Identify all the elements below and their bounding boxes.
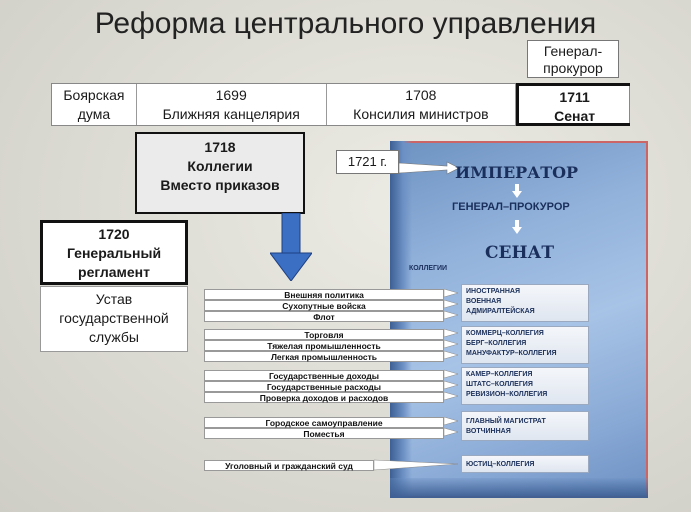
general-prosecutor-label: Генерал- прокурор — [527, 40, 619, 78]
emperor-label: ИМПЕРАТОР — [455, 163, 579, 182]
function-label: Флот — [204, 311, 444, 322]
charter-line: государственной — [59, 310, 169, 326]
timeline-cell-1711: 1711 Сенат — [516, 83, 631, 126]
college-name: КАМЕР–КОЛЛЕГИЯ — [466, 371, 533, 378]
function-label: Торговля — [204, 329, 444, 340]
timeline-cell-1708: 1708 Консилия министров — [327, 84, 517, 125]
timeline-cell-boyar-duma: Боярская дума — [52, 84, 137, 125]
function-label: Государственные расходы — [204, 381, 444, 392]
timeline-name: Сенат — [554, 108, 596, 124]
connector-arrow-icon — [443, 310, 459, 320]
function-label: Тяжелая промышленность — [204, 340, 444, 351]
function-label: Городское самоуправление — [204, 417, 444, 428]
box-year: 1720 — [98, 226, 130, 242]
box-line: регламент — [78, 264, 150, 280]
year-connector-arrow-icon — [399, 161, 459, 175]
timeline-year: 1711 — [559, 89, 590, 105]
senate-node: СЕНАТ — [485, 243, 555, 263]
function-label: Поместья — [204, 428, 444, 439]
box-line: Генеральный — [66, 245, 162, 261]
timeline-cell-1699: 1699 Ближняя канцелярия — [137, 84, 327, 125]
timeline-name: Ближняя канцелярия — [162, 106, 300, 122]
function-label: Государственные доходы — [204, 370, 444, 381]
connector-arrow-icon — [443, 328, 459, 338]
college-name: ВОТЧИННАЯ — [466, 428, 511, 435]
timeline-row: Боярская дума 1699 Ближняя канцелярия 17… — [51, 83, 631, 126]
connector-arrow-icon — [443, 391, 459, 401]
college-name: ГЛАВНЫЙ МАГИСТРАТ — [466, 418, 546, 425]
collegia-group-magistrate-estates: ГЛАВНЫЙ МАГИСТРАТ ВОТЧИННАЯ — [461, 411, 589, 441]
connector-arrow-icon — [443, 299, 459, 309]
arrow-down-icon — [512, 184, 522, 198]
connector-arrow-icon — [443, 288, 459, 298]
college-name: ВОЕННАЯ — [466, 298, 502, 305]
connector-arrows — [374, 288, 459, 471]
college-name: ИНОСТРАННАЯ — [466, 288, 520, 295]
connector-arrow-icon — [443, 416, 459, 426]
box-line: Вместо приказов — [160, 177, 280, 193]
collegia-label: КОЛЛЕГИИ — [409, 265, 448, 272]
timeline-name: Консилия министров — [353, 106, 489, 122]
timeline-year: Боярская — [63, 87, 125, 103]
function-label: Внешняя политика — [204, 289, 444, 300]
function-label: Легкая промышленность — [204, 351, 444, 362]
college-name: РЕВИЗИОН–КОЛЛЕГИЯ — [466, 391, 548, 398]
page-title: Реформа центрального управления — [94, 7, 597, 40]
charter-line: службы — [89, 329, 139, 345]
collegia-group-foreign-military: ИНОСТРАННАЯ ВОЕННАЯ АДМИРАЛТЕЙСКАЯ — [461, 284, 589, 322]
connector-arrow-icon — [443, 339, 459, 349]
box-year: 1718 — [204, 139, 236, 155]
function-label: Сухопутные войска — [204, 300, 444, 311]
collegia-group-justice: ЮСТИЦ–КОЛЛЕГИЯ — [461, 455, 589, 473]
arrow-down-icon — [512, 220, 522, 234]
connector-arrow-icon — [443, 350, 459, 360]
college-name: АДМИРАЛТЕЙСКАЯ — [466, 308, 535, 315]
function-label: Уголовный и гражданский суд — [204, 460, 374, 471]
box-1720-general-regulation: 1720 Генеральный регламент — [40, 220, 188, 285]
connector-arrow-icon — [443, 380, 459, 390]
timeline-year: 1708 — [405, 87, 437, 103]
timeline-name: дума — [77, 106, 111, 122]
college-name: БЕРГ–КОЛЛЕГИЯ — [466, 340, 527, 347]
connector-arrow-icon — [374, 459, 459, 471]
scroll-edge-bottom — [390, 478, 648, 498]
box-line: Коллегии — [187, 158, 253, 174]
college-name: ШТАТС–КОЛЛЕГИЯ — [466, 381, 533, 388]
connector-arrow-icon — [443, 427, 459, 437]
connector-arrow-icon — [443, 369, 459, 379]
charter-line: Устав — [95, 291, 133, 307]
collegia-group-finance: КАМЕР–КОЛЛЕГИЯ ШТАТС–КОЛЛЕГИЯ РЕВИЗИОН–К… — [461, 367, 589, 405]
civil-service-charter-box: Устав государственной службы — [40, 286, 188, 352]
college-name: МАНУФАКТУР–КОЛЛЕГИЯ — [466, 350, 557, 357]
general-prosecutor-node: ГЕНЕРАЛ–ПРОКУРОР — [452, 201, 570, 213]
college-name: ЮСТИЦ–КОЛЛЕГИЯ — [466, 461, 535, 468]
collegia-group-commerce-industry: КОММЕРЦ–КОЛЛЕГИЯ БЕРГ–КОЛЛЕГИЯ МАНУФАКТУ… — [461, 326, 589, 364]
box-1718-collegia: 1718 Коллегии Вместо приказов — [135, 132, 305, 214]
down-arrow-icon — [270, 213, 312, 281]
college-name: КОММЕРЦ–КОЛЛЕГИЯ — [466, 330, 544, 337]
timeline-year: 1699 — [215, 87, 247, 103]
year-1721-label: 1721 г. — [336, 150, 399, 174]
function-label: Проверка доходов и расходов — [204, 392, 444, 403]
